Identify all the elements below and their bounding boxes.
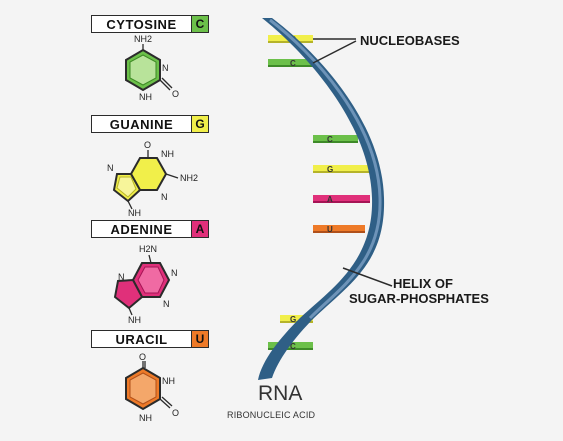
base-name: GUANINE — [109, 116, 174, 132]
rung-code: C — [290, 59, 296, 68]
base-label-cytosine: CYTOSINE C — [91, 15, 209, 33]
base-label-adenine: ADENINE A — [91, 220, 209, 238]
cytosine-o: O — [172, 89, 179, 99]
uracil-nh2: NH — [139, 413, 152, 423]
helix-callout-line2: SUGAR-PHOSPHATES — [349, 291, 489, 306]
adenine-structure: H2N N N N NH — [113, 244, 178, 325]
nucleobases-callout: NUCLEOBASES — [360, 33, 460, 48]
base-code-badge: A — [191, 221, 208, 237]
uracil-o2: O — [172, 408, 179, 418]
rung-code: G — [290, 315, 296, 324]
cytosine-amine: NH2 — [134, 34, 152, 44]
guanine-nh: NH — [161, 149, 174, 159]
rung-2: C — [268, 59, 313, 68]
base-name: URACIL — [115, 331, 168, 347]
rung-code: U — [327, 225, 333, 234]
helix-callout-line1: HELIX OF — [393, 276, 453, 291]
guanine-n2: N — [107, 163, 114, 173]
guanine-n1: N — [161, 192, 168, 202]
base-label-guanine: GUANINE G — [91, 115, 209, 133]
diagram-subtitle: RIBONUCLEIC ACID — [227, 410, 316, 420]
uracil-o1: O — [139, 352, 146, 362]
diagram-title: RNA — [258, 382, 303, 405]
adenine-n1: N — [171, 268, 178, 278]
base-name: CYTOSINE — [106, 16, 177, 32]
callout-lines — [312, 38, 393, 287]
sugar-phosphate-backbone — [258, 18, 385, 380]
adenine-n2: N — [163, 299, 170, 309]
cytosine-n: N — [162, 63, 169, 73]
base-name: ADENINE — [110, 221, 173, 237]
backbone-highlight — [269, 18, 382, 320]
cytosine-structure: NH2 N NH O — [125, 34, 179, 102]
guanine-o: O — [144, 140, 151, 150]
guanine-nh2: NH — [128, 208, 141, 218]
uracil-nh: NH — [162, 376, 175, 386]
adenine-nh: NH — [128, 315, 141, 325]
guanine-amine: NH2 — [180, 173, 198, 183]
rung-5: A — [313, 195, 370, 204]
base-label-uracil: URACIL U — [91, 330, 209, 348]
rung-3: C — [313, 135, 358, 144]
rung-4: G — [313, 165, 370, 174]
rung-6: U — [313, 225, 365, 234]
rung-code: C — [327, 135, 333, 144]
rung-code: C — [290, 342, 296, 351]
base-code-badge: C — [191, 16, 208, 32]
cytosine-nh: NH — [139, 92, 152, 102]
rung-8: C — [268, 342, 313, 351]
base-code-badge: U — [191, 331, 208, 347]
adenine-amine: H2N — [139, 244, 157, 254]
rung-code: G — [327, 165, 333, 174]
guanine-structure: O NH NH2 N N NH — [107, 140, 198, 218]
uracil-structure: O NH O NH — [125, 352, 179, 423]
base-code-badge: G — [191, 116, 208, 132]
adenine-n3: N — [118, 272, 125, 282]
rung-code: A — [327, 195, 333, 204]
